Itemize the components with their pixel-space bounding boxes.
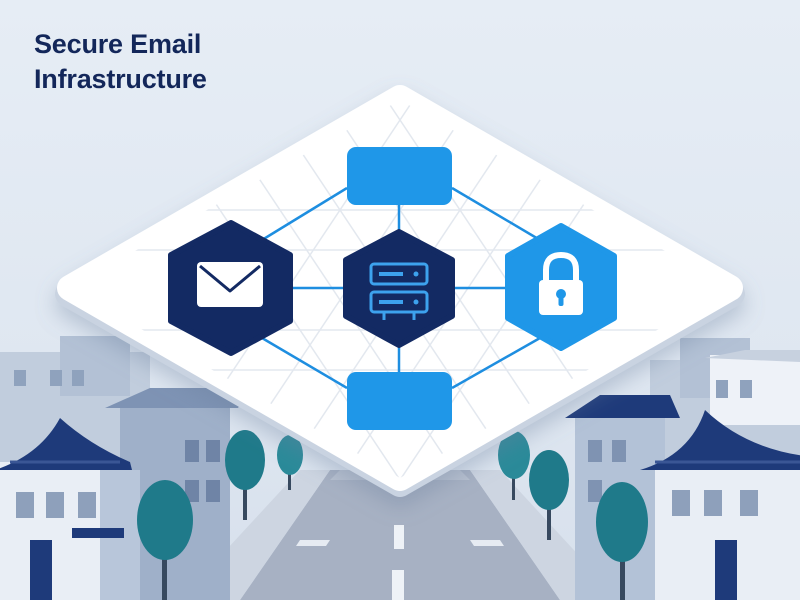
right-buildings xyxy=(565,395,800,600)
tree xyxy=(277,435,303,475)
lane-marking xyxy=(394,525,404,549)
lock-node xyxy=(505,223,617,351)
door xyxy=(30,540,52,600)
window xyxy=(740,490,758,516)
email-node xyxy=(168,220,293,356)
window xyxy=(14,370,26,386)
page-title: Secure Email Infrastructure xyxy=(34,27,207,97)
window xyxy=(740,380,752,398)
window xyxy=(612,440,626,462)
door xyxy=(715,540,737,600)
lane-marking xyxy=(392,570,404,600)
tree xyxy=(529,450,569,510)
traditional-roof xyxy=(0,418,132,470)
connector-bottom-email xyxy=(261,336,348,390)
connector-top-email xyxy=(261,186,348,242)
title-line-1: Secure Email xyxy=(34,29,202,59)
window xyxy=(704,490,722,516)
trees xyxy=(137,430,648,600)
crosswalk xyxy=(296,540,330,546)
window xyxy=(588,440,602,462)
window xyxy=(78,492,96,518)
window xyxy=(72,370,84,386)
roof xyxy=(565,395,680,418)
bottom-node xyxy=(347,372,452,430)
awning xyxy=(72,528,124,538)
window xyxy=(206,480,220,502)
tree xyxy=(498,431,530,479)
title-line-2: Infrastructure xyxy=(34,64,207,94)
roof xyxy=(705,350,800,362)
tree xyxy=(137,480,193,560)
window xyxy=(206,440,220,462)
tree xyxy=(225,430,265,490)
traditional-roof xyxy=(640,410,800,470)
window xyxy=(46,492,64,518)
window xyxy=(185,440,199,462)
roof xyxy=(105,388,250,408)
tree xyxy=(596,482,648,562)
server-icon xyxy=(369,262,429,320)
connector-top-lock xyxy=(451,186,541,242)
window xyxy=(185,480,199,502)
top-node xyxy=(347,147,452,205)
window xyxy=(716,380,728,398)
connectors xyxy=(261,186,541,390)
padlock-icon xyxy=(539,251,583,315)
window xyxy=(672,490,690,516)
server-node xyxy=(343,229,455,348)
connector-bottom-lock xyxy=(451,336,541,390)
window xyxy=(50,370,62,386)
window xyxy=(16,492,34,518)
building xyxy=(60,336,130,396)
diagram-nodes xyxy=(168,147,617,430)
window xyxy=(588,480,602,502)
envelope-icon xyxy=(197,262,263,307)
crosswalk xyxy=(470,540,504,546)
